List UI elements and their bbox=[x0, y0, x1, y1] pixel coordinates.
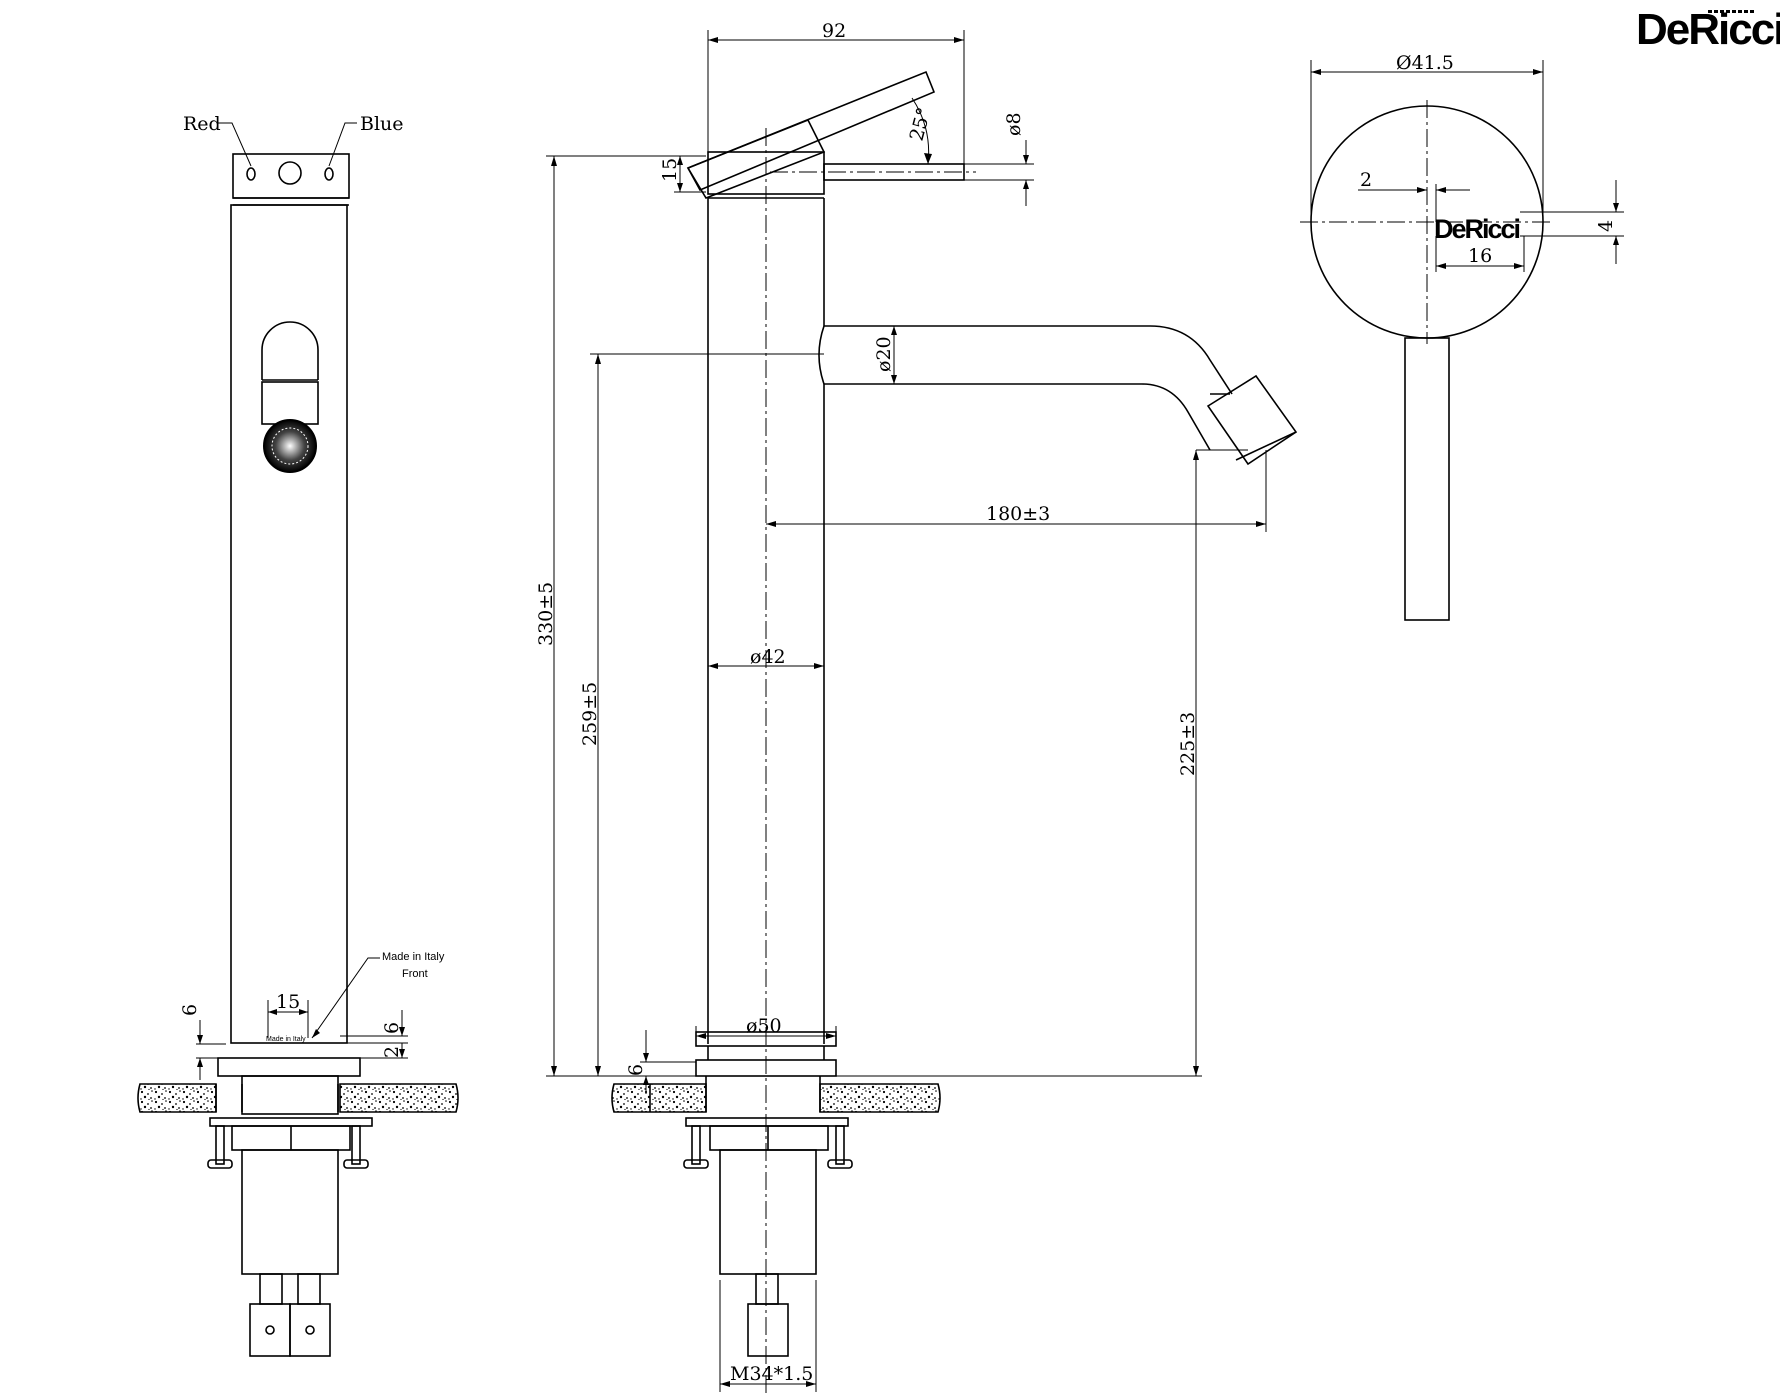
top-view: DeRicci Ø41.5 2 4 16 bbox=[1300, 52, 1624, 621]
dim-spout-height: 259±5 bbox=[579, 682, 601, 746]
front-spout-top bbox=[261, 321, 319, 380]
front-aerator-icon bbox=[263, 419, 317, 473]
front-view: Red Blue Made in Italy Made in bbox=[137, 113, 459, 1357]
dim-plate-width: 15 bbox=[276, 991, 300, 1013]
blue-indicator-icon bbox=[324, 167, 334, 181]
dim-logo-offset: 2 bbox=[1360, 169, 1372, 191]
side-hose-connector bbox=[747, 1303, 789, 1357]
red-label: Red bbox=[183, 113, 221, 135]
dim-total-height: 330±5 bbox=[535, 582, 557, 646]
front-body bbox=[230, 204, 348, 1044]
hose-connector-right bbox=[289, 1303, 331, 1357]
side-base-plate bbox=[695, 1059, 837, 1077]
brand-logo-dots bbox=[1708, 10, 1754, 13]
red-indicator-icon bbox=[246, 167, 256, 181]
front-countertop-right bbox=[339, 1083, 459, 1113]
side-countertop-left bbox=[611, 1083, 707, 1113]
dim-handle-height: 15 bbox=[659, 158, 681, 182]
made-in-italy-label: Made in Italy bbox=[382, 951, 445, 963]
top-view-logo-text: DeRicci bbox=[1434, 214, 1520, 244]
side-view: 92 25° ø8 15 ø20 180±3 ø4 bbox=[535, 20, 1298, 1395]
blue-label: Blue bbox=[360, 113, 404, 135]
side-spout-upper bbox=[824, 325, 1233, 395]
front-countertop-left bbox=[137, 1083, 217, 1113]
side-shank bbox=[719, 1149, 817, 1275]
front-shank bbox=[241, 1149, 339, 1275]
dim-plate-gap-b: 6 bbox=[381, 1022, 403, 1034]
brand-logo: DeRicci bbox=[1636, 5, 1780, 54]
hose-connector-left bbox=[249, 1303, 291, 1357]
dim-base-diameter: ø50 bbox=[746, 1015, 782, 1037]
dim-plate-gap-a: 2 bbox=[381, 1046, 403, 1058]
dim-lever-angle: 25° bbox=[906, 105, 936, 143]
front-base-plate bbox=[217, 1057, 361, 1077]
dim-thread: M34*1.5 bbox=[730, 1363, 813, 1385]
dim-plate-thickness-mid: 6 bbox=[625, 1064, 647, 1076]
dim-top-diameter: Ø41.5 bbox=[1396, 52, 1454, 74]
dim-outlet-height: 225±3 bbox=[1177, 712, 1199, 776]
side-countertop-right bbox=[819, 1083, 941, 1113]
dim-handle-length: 92 bbox=[822, 20, 846, 42]
top-view-handle bbox=[1404, 337, 1450, 621]
front-label: Front bbox=[402, 968, 428, 980]
front-handle-cap bbox=[232, 153, 350, 199]
brand-logo-text: DeRicci bbox=[1636, 5, 1780, 54]
dim-plate-thickness-left: 6 bbox=[179, 1004, 201, 1016]
front-handle-center-hole bbox=[278, 161, 302, 185]
side-spout-lower bbox=[824, 383, 1211, 451]
dim-logo-width: 16 bbox=[1468, 245, 1492, 267]
dim-handle-diameter: ø8 bbox=[1003, 112, 1025, 136]
dim-body-diameter: ø42 bbox=[750, 646, 786, 668]
dim-logo-height: 4 bbox=[1595, 220, 1617, 232]
side-aerator bbox=[1206, 374, 1298, 466]
dim-spout-diameter: ø20 bbox=[873, 336, 895, 372]
dim-spout-reach: 180±3 bbox=[986, 503, 1050, 525]
made-in-italy-small: Made in Italy bbox=[266, 1036, 306, 1043]
